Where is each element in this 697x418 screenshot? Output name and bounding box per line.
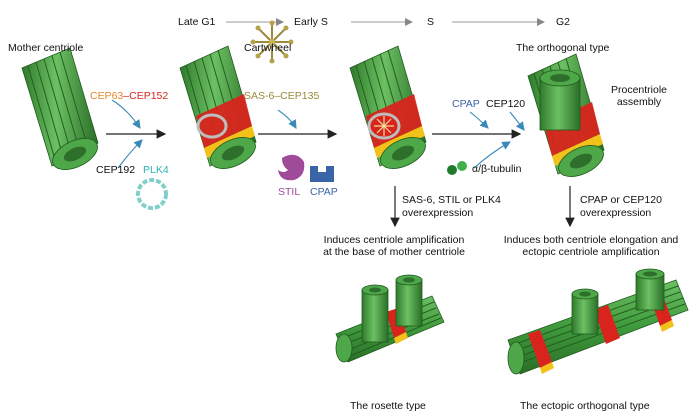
cpap-protein-icon: [310, 166, 334, 182]
overexp-left-line-2: overexpression: [402, 207, 474, 219]
overexpression-arrows: [390, 186, 575, 228]
tubulin-label: α/β-tubulin: [472, 163, 522, 175]
outcome-right-line-1: Induces both centriole elongation and: [503, 234, 679, 246]
stil-label: STIL: [278, 186, 301, 198]
overexp-right-line-2: overexpression: [580, 207, 652, 219]
orthogonal-type-label: The orthogonal type: [516, 42, 610, 54]
cartwheel-icon: [374, 116, 394, 136]
tubulin-dimer-icon: [447, 161, 467, 175]
mother-centriole: [21, 47, 99, 170]
phase-early-s: Early S: [294, 16, 328, 28]
cpap-label: CPAP: [310, 186, 338, 198]
cep63-label: CEP63: [90, 90, 124, 102]
ectopic-orthogonal-illustration: [507, 268, 689, 375]
cep192-label: CEP192: [96, 164, 136, 176]
outcome-left-line-1: Induces centriole amplification: [323, 234, 465, 246]
plk4-label: PLK4: [143, 164, 169, 176]
cep63-cep152-label: CEP63–CEP152: [90, 90, 168, 102]
overexp-right-line-1: CPAP or CEP120: [580, 194, 662, 206]
centriole-stage-4-orthogonal: [527, 53, 605, 177]
cpap-g2-label: CPAP: [452, 98, 480, 110]
rosette-type-illustration: [335, 274, 445, 363]
cep152-label: CEP152: [129, 90, 169, 102]
stil-protein-icon: [278, 154, 305, 181]
cartwheel-label: Cartwheel: [244, 42, 292, 54]
factor-arrows: [111, 99, 525, 169]
procentriole-assembly-label: Procentriole assembly: [604, 84, 674, 108]
outcome-left: Induces centriole amplification at the b…: [304, 234, 484, 258]
sas6-cep135-label: SAS-6–CEP135: [244, 90, 320, 102]
outcome-right: Induces both centriole elongation and ec…: [488, 234, 694, 258]
cep120-label: CEP120: [486, 98, 526, 110]
phase-g2: G2: [556, 16, 571, 28]
centriole-stage-2: [179, 45, 257, 169]
cartwheel-star-icon: [250, 20, 294, 64]
outcome-left-line-2: at the base of mother centriole: [323, 246, 465, 258]
outcome-right-line-2: ectopic centriole amplification: [522, 246, 660, 258]
centriole-stage-3: [349, 45, 427, 169]
procentriole-line-2: assembly: [616, 96, 662, 108]
rosette-type-label: The rosette type: [350, 400, 426, 412]
phase-late-g1: Late G1: [178, 16, 216, 28]
ectopic-orthogonal-type-label: The ectopic orthogonal type: [520, 400, 650, 412]
cep63-cep152-dash: –: [123, 90, 130, 102]
overexp-left-line-1: SAS-6, STIL or PLK4: [402, 194, 501, 206]
phase-s: S: [427, 16, 435, 28]
plk4-ring-icon: [136, 178, 168, 210]
mother-centriole-label: Mother centriole: [8, 42, 84, 54]
procentriole-line-1: Procentriole: [610, 84, 668, 96]
